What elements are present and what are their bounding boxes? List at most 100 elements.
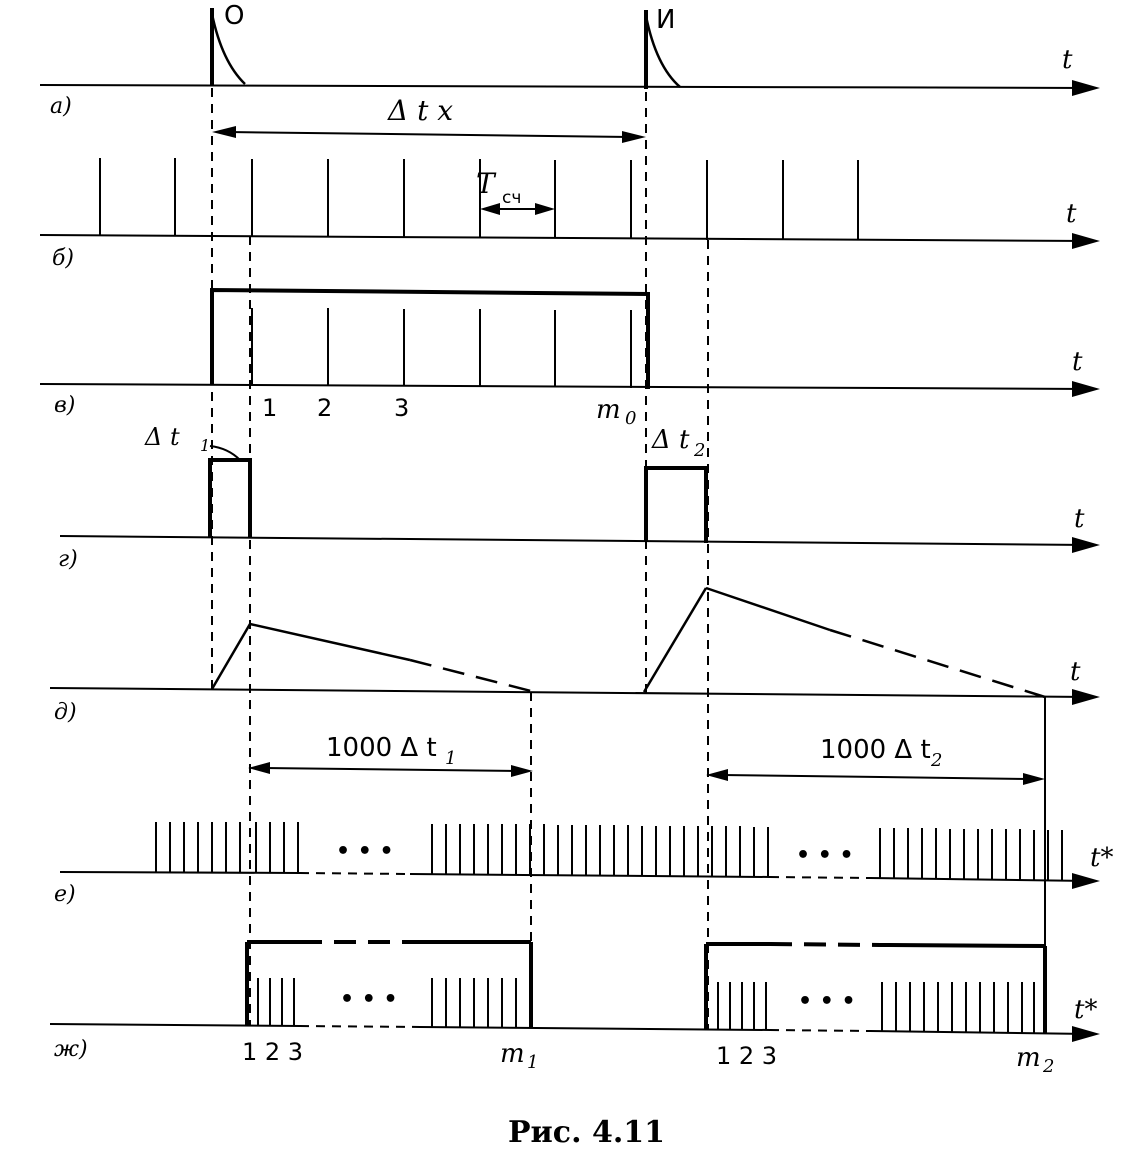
dt1-pulse [208, 458, 252, 537]
gate-2-top-solid-2 [879, 943, 1046, 948]
dt1-label: Δ t [144, 423, 180, 451]
k1000-dt2-arrow-left [706, 769, 728, 781]
m1-subscript: 1 [527, 1052, 538, 1073]
fast-pulses-group-2 [431, 824, 769, 877]
figure-caption: Рис. 4.11 [508, 1115, 665, 1150]
k1000-dt2-label: 1000 Δ t [820, 735, 931, 765]
fast-pulses-group-1 [155, 822, 299, 873]
axis-d [49, 687, 1091, 698]
dt1-subscript: 1 [200, 436, 210, 455]
count-123-left: 1 2 3 [242, 1038, 303, 1066]
row-label-v: в) [54, 393, 75, 418]
gate-2-top-dashed [769, 942, 881, 947]
gated-fast-pulses-1 [257, 978, 517, 1027]
stop-pulse-decay [644, 15, 681, 88]
ellipsis-zh-2: • • • [798, 989, 856, 1014]
axis-e-seg4 [769, 876, 871, 879]
axis-b [39, 234, 1091, 242]
start-pulse-decay [210, 13, 246, 85]
k1000-dt1-label: 1000 Δ t [326, 733, 437, 763]
discharge-1-solid [249, 622, 411, 662]
axis-e-label: t* [1090, 843, 1113, 873]
axis-v [39, 383, 1091, 390]
discharge-2-solid [705, 586, 831, 632]
charge-ramp-2 [642, 587, 708, 693]
row-label-g: г) [58, 547, 78, 572]
axis-g-arrow [1072, 537, 1100, 553]
axis-e-seg2 [299, 872, 411, 875]
m0-subscript: 0 [625, 408, 636, 429]
m1-label: m [500, 1039, 525, 1069]
axis-zh-seg2 [299, 1025, 421, 1028]
axis-b-label: t [1066, 199, 1077, 229]
gated-fast-pulses-2 [717, 982, 1035, 1033]
t-sch-subscript: сч [502, 188, 521, 208]
dt-x-arrow-left [212, 126, 236, 138]
m2-subscript: 2 [1042, 1056, 1054, 1077]
axis-e-seg3 [409, 873, 771, 878]
charge-ramp-1 [210, 623, 252, 690]
count-label-3: 3 [394, 394, 409, 422]
start-mark-label: О [224, 1, 244, 31]
row-label-d: д) [54, 700, 77, 725]
count-label-2: 2 [317, 394, 332, 422]
row-d: 1000 Δ t 1 1000 Δ t 2 [210, 586, 1046, 785]
m2-label: m [1016, 1043, 1041, 1073]
k1000-dt1-arrow-left [248, 762, 270, 774]
axis-labels: t t t t t t* t* [1062, 45, 1113, 1025]
ellipsis-e-1: • • • [336, 839, 394, 864]
axes [39, 80, 1100, 1042]
row-a: О И Δ t x [210, 1, 681, 143]
axis-zh-label: t* [1074, 995, 1097, 1025]
axis-d-label: t [1070, 657, 1081, 687]
dt2-subscript: 2 [693, 440, 705, 461]
t-sch-label: T [476, 167, 497, 200]
row-g: Δ t 1 Δ t 2 [144, 423, 708, 543]
dt-x-dimension [227, 131, 631, 138]
t-sch-arrow-right [535, 203, 555, 215]
row-label-a: а) [50, 94, 72, 119]
guide-lines [211, 88, 1046, 1034]
k1000-dt1-arrow-right [511, 765, 533, 777]
row-e: • • • • • • [155, 822, 1063, 881]
axis-a-arrow [1072, 80, 1100, 96]
row-zh: • • • • • • 1 2 3 m 1 [242, 940, 1054, 1077]
stop-mark-label: И [656, 5, 675, 35]
axis-e-seg5 [869, 877, 1091, 882]
discharge-2-dashed [829, 628, 1046, 699]
row-v: 1 2 3 m 0 [210, 287, 650, 429]
axis-zh-seg1 [49, 1023, 301, 1027]
row-label-b: б) [52, 246, 74, 271]
axis-e-arrow [1072, 873, 1100, 889]
axis-a [39, 84, 1091, 89]
axis-zh-seg4 [769, 1029, 871, 1032]
row-letters: а) б) в) г) д) е) ж) [50, 94, 88, 1062]
axis-b-arrow [1072, 233, 1100, 249]
count-label-1: 1 [262, 394, 277, 422]
axis-v-label: t [1072, 347, 1083, 377]
k1000-dt1-subscript: 1 [445, 748, 456, 769]
m0-label: m [596, 395, 621, 425]
axis-e-seg1 [59, 871, 301, 874]
axis-v-arrow [1072, 381, 1100, 397]
axis-zh-arrow [1072, 1026, 1100, 1042]
dt2-label: Δ t [651, 425, 690, 455]
k1000-dt2-dimension [721, 774, 1031, 780]
k1000-dt2-subscript: 2 [930, 750, 942, 771]
dt-x-arrow-right [622, 131, 646, 143]
discharge-1-dashed [409, 658, 532, 693]
row-label-e: е) [54, 882, 76, 907]
axis-a-label: t [1062, 45, 1073, 75]
k1000-dt2-arrow-right [1023, 773, 1045, 785]
ellipsis-e-2: • • • [796, 843, 854, 868]
ellipsis-zh-1: • • • [340, 987, 398, 1012]
axis-d-arrow [1072, 689, 1100, 705]
count-123-right: 1 2 3 [716, 1042, 777, 1070]
t-sch-arrow-left [480, 203, 500, 215]
row-label-zh: ж) [54, 1037, 88, 1062]
dt-x-label: Δ t x [387, 94, 453, 127]
dt2-pulse [644, 466, 708, 543]
gate-pulse [210, 287, 650, 389]
axis-g-label: t [1074, 504, 1085, 534]
